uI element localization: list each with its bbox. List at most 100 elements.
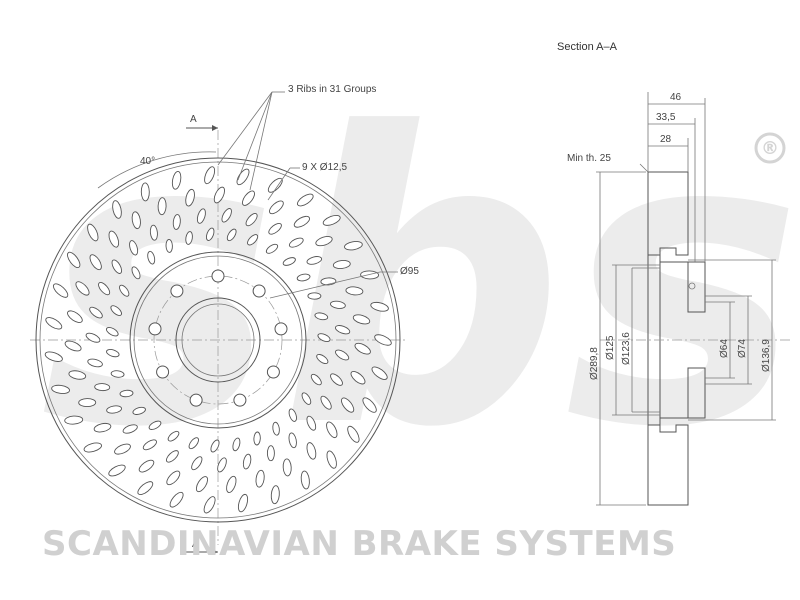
cooling-hole — [122, 424, 138, 434]
lower-friction-ring — [647, 424, 689, 506]
cooling-hole — [374, 334, 392, 346]
cooling-hole — [203, 496, 216, 514]
cooling-hole — [172, 214, 181, 230]
cooling-hole — [253, 431, 261, 446]
cooling-hole — [335, 349, 350, 361]
section-view: Section A–A 46 33,5 28 Min th. — [557, 41, 790, 506]
angle-label: 40° — [140, 156, 155, 167]
bolt-hole — [156, 365, 170, 379]
cooling-hole — [347, 425, 360, 443]
cooling-hole — [232, 437, 241, 452]
cooling-hole — [64, 415, 84, 425]
cooling-hole — [217, 457, 227, 473]
cooling-hole — [255, 469, 265, 488]
bolt-hole-section — [688, 282, 696, 290]
cooling-hole — [51, 384, 70, 394]
cooling-hole — [142, 439, 157, 451]
cooling-hole — [140, 182, 150, 202]
cooling-hole — [131, 266, 141, 280]
cooling-hole — [326, 450, 337, 469]
cooling-hole — [330, 300, 346, 309]
bolt-circle-label: Ø95 — [400, 266, 419, 277]
cooling-hole — [191, 456, 203, 471]
cooling-hole — [185, 231, 193, 245]
cooling-hole — [221, 208, 232, 223]
cooling-hole — [157, 197, 167, 216]
cooling-hole — [166, 450, 179, 463]
hub-outer-ring — [129, 251, 307, 429]
bolt-hole — [211, 269, 225, 283]
cooling-hole — [129, 240, 139, 256]
cooling-hole — [112, 200, 122, 219]
dim-64: Ø64 — [719, 339, 730, 358]
cooling-hole — [341, 397, 355, 413]
bolt-hole — [233, 393, 247, 407]
cooling-hole — [270, 485, 280, 505]
sbs-watermark-logo: sbs ® — [40, 50, 800, 515]
cooling-hole — [345, 286, 364, 296]
cooling-hole — [138, 459, 155, 473]
cooling-hole — [93, 422, 112, 433]
center-bore-inner — [181, 303, 255, 377]
bolt-hole — [189, 393, 203, 407]
bolt-circle-leader — [269, 271, 381, 299]
ribs-leader-2 — [237, 91, 273, 181]
cooling-hole — [110, 370, 125, 378]
cooling-hole — [288, 432, 297, 449]
cooling-hole — [288, 408, 297, 422]
cooling-hole — [344, 241, 363, 251]
cooling-hole — [108, 464, 126, 477]
cooling-hole — [247, 234, 259, 246]
cooling-hole — [98, 282, 111, 296]
cooling-hole — [269, 200, 284, 215]
cooling-hole — [64, 340, 82, 352]
cooling-hole — [89, 306, 103, 319]
dim-136-9: Ø136,9 — [761, 339, 772, 372]
cooling-hole — [314, 312, 329, 321]
cooling-hole — [272, 421, 280, 436]
cooling-hole — [350, 370, 366, 385]
cooling-hole — [213, 186, 225, 204]
cooling-hole — [306, 415, 317, 431]
hub-outer-ring-inner — [133, 255, 303, 425]
cooling-hole — [210, 439, 220, 453]
holes-label: 9 X Ø12,5 — [302, 162, 347, 173]
ribs-leader-3 — [249, 91, 273, 191]
brand-tagline: SCANDINAVIAN BRAKE SYSTEMS — [42, 524, 676, 564]
registered-mark-circle — [754, 132, 786, 164]
cooling-hole — [370, 301, 389, 312]
disc-outer-edge — [35, 157, 401, 523]
cooling-hole — [205, 227, 215, 241]
bolt-hole — [148, 322, 162, 336]
cooling-hole — [185, 188, 195, 207]
section-marker-bottom: A — [192, 539, 199, 550]
cooling-hole — [119, 284, 130, 297]
holes-leader — [267, 167, 291, 201]
hub-flange-upper — [687, 261, 706, 313]
cooling-hole — [68, 370, 87, 380]
cooling-hole — [237, 493, 249, 513]
bolt-holes — [148, 269, 288, 407]
cooling-hole — [265, 243, 279, 254]
dim-123-6: Ø123,6 — [621, 332, 632, 365]
cooling-hole — [195, 476, 209, 493]
cooling-hole — [297, 193, 314, 207]
bolt-hole — [252, 284, 266, 298]
cooling-hole — [352, 314, 371, 325]
cooling-hole — [52, 283, 69, 298]
cooling-hole — [148, 420, 162, 430]
dim-74: Ø74 — [737, 339, 748, 358]
cooling-hole — [362, 397, 377, 413]
cooling-hole — [335, 325, 351, 335]
center-bore-outer — [175, 297, 261, 383]
cooling-hole — [106, 405, 122, 414]
cooling-hole — [111, 259, 123, 274]
cooling-hole — [322, 214, 341, 226]
cooling-hole — [282, 458, 292, 477]
bolt-hole — [274, 322, 288, 336]
dim-28: 28 — [660, 134, 672, 145]
dim-125: Ø125 — [605, 335, 616, 360]
cooling-hole — [245, 213, 258, 227]
cooling-hole — [306, 256, 323, 265]
